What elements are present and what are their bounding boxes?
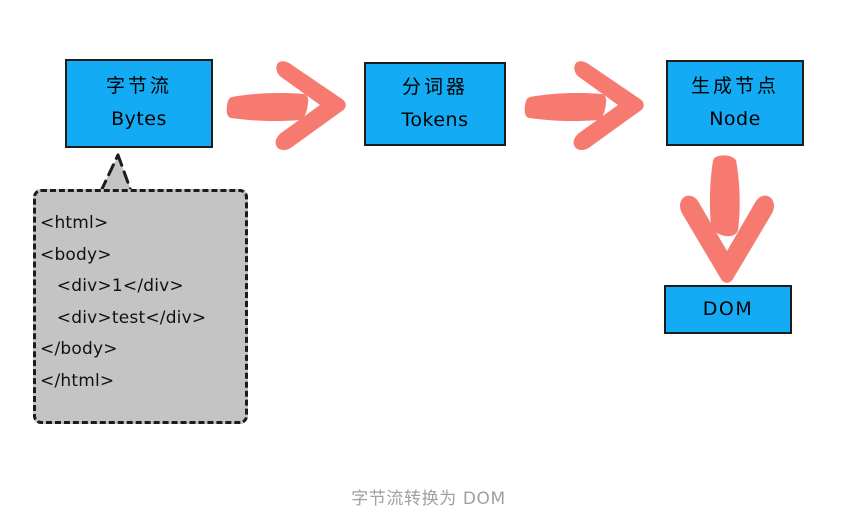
callout-tail [99, 153, 133, 193]
node-box-tokens-cn-label: 分词器 [401, 75, 468, 98]
code-line: <div>test</div> [40, 307, 207, 328]
code-line: <div>1</div> [40, 276, 184, 297]
node-box-bytes-cn-label: 字节流 [105, 75, 172, 98]
node-box-dom-en-label: DOM [702, 297, 754, 320]
node-box-node-en-label: Node [709, 107, 761, 130]
arrow-tokens-to-node-icon [524, 61, 644, 150]
node-box-node-cn-label: 生成节点 [690, 74, 779, 97]
code-line: <body> [40, 244, 112, 265]
node-box-tokens: 分词器 Tokens [364, 62, 506, 146]
code-line: </html> [40, 371, 115, 392]
code-line: <html> [40, 213, 109, 233]
arrow-node-to-dom-icon [680, 155, 774, 283]
node-box-bytes: 字节流 Bytes [65, 59, 213, 148]
node-box-tokens-en-label: Tokens [401, 108, 469, 131]
node-box-bytes-en-label: Bytes [111, 108, 167, 130]
arrow-bytes-to-tokens-icon [226, 61, 346, 150]
node-box-node: 生成节点 Node [666, 60, 804, 146]
code-callout: <html> <body> <div>1</div> <div>test</di… [33, 189, 248, 424]
node-box-dom: DOM [664, 285, 792, 334]
diagram-caption: 字节流转换为 DOM [351, 489, 506, 509]
code-line: </body> [40, 339, 118, 360]
